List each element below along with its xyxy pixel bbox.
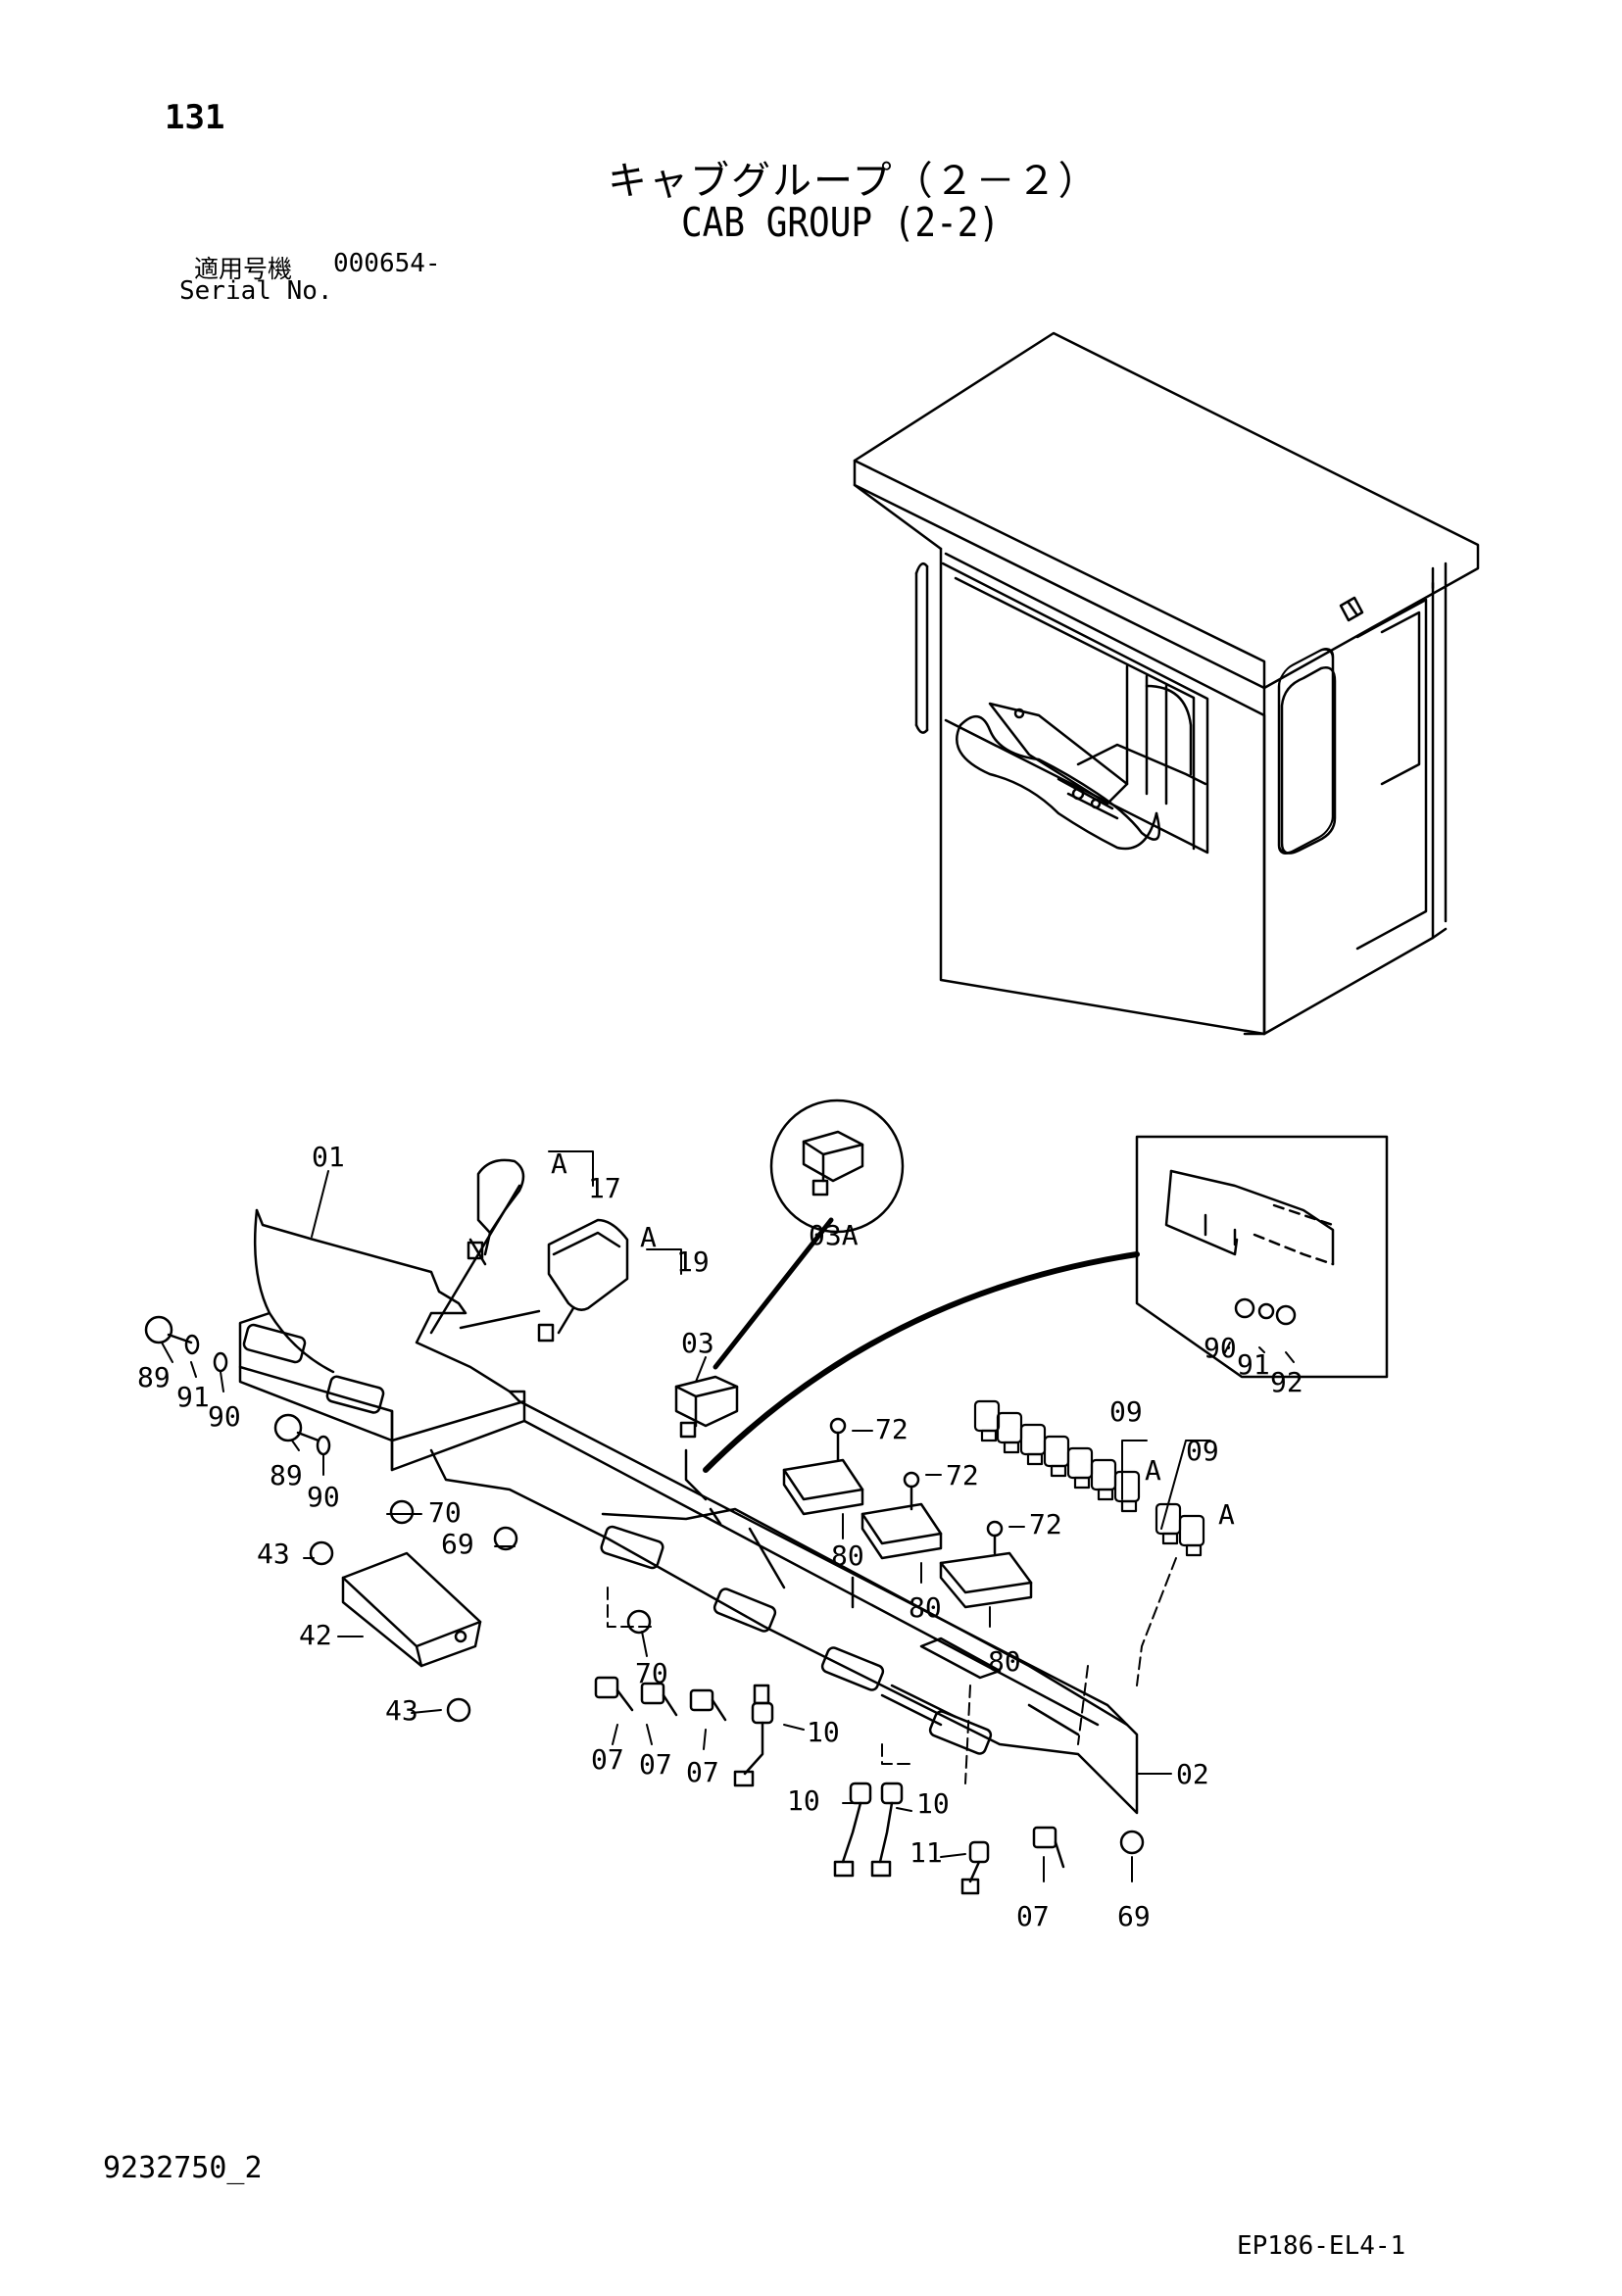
callout-80: 80 <box>831 1539 864 1572</box>
serial-value: 000654- <box>333 249 441 278</box>
callout-09: 09 <box>1186 1435 1219 1467</box>
callout-a-4: A <box>1218 1498 1235 1531</box>
callout-02: 02 <box>1176 1758 1209 1790</box>
callout-a-2: A <box>640 1221 657 1253</box>
cab-overview-illustration <box>853 331 1480 1036</box>
callout-07: 07 <box>686 1756 719 1788</box>
callout-10: 10 <box>916 1787 950 1820</box>
callout-92: 92 <box>1270 1366 1303 1398</box>
callout-91: 91 <box>1237 1348 1270 1381</box>
callout-42: 42 <box>299 1619 332 1651</box>
figure-code: EP186-EL4-1 <box>1237 2231 1406 2261</box>
callout-89: 89 <box>270 1459 303 1491</box>
callout-70: 70 <box>428 1496 462 1529</box>
callout-a-3: A <box>1145 1454 1161 1487</box>
callout-90: 90 <box>307 1481 340 1513</box>
callout-19: 19 <box>676 1246 710 1278</box>
callout-80: 80 <box>988 1645 1021 1678</box>
callout-07: 07 <box>1016 1900 1050 1932</box>
callout-43: 43 <box>257 1538 290 1570</box>
callout-10: 10 <box>787 1784 820 1817</box>
document-id: 9232750_2 <box>103 2151 263 2185</box>
callout-90: 90 <box>1204 1332 1237 1364</box>
callout-69: 69 <box>441 1528 474 1560</box>
page-number: 131 <box>165 98 225 137</box>
title-japanese: キャブグループ（２－２） <box>608 159 1100 204</box>
callout-11: 11 <box>909 1836 943 1869</box>
callout-89: 89 <box>137 1361 171 1393</box>
serial-label-english: Serial No. <box>179 276 333 306</box>
callout-01: 01 <box>312 1141 345 1173</box>
leader-lines <box>161 1150 1295 1882</box>
callout-72: 72 <box>1029 1508 1062 1540</box>
callout-09: 09 <box>1109 1395 1143 1428</box>
callout-90: 90 <box>208 1400 241 1433</box>
callout-07: 07 <box>591 1743 624 1776</box>
callout-91: 91 <box>176 1381 210 1413</box>
callout-a-1: A <box>551 1148 567 1180</box>
callout-69: 69 <box>1117 1900 1151 1932</box>
console-assembly-illustration <box>144 1099 1389 1895</box>
callout-03: 03 <box>681 1327 714 1359</box>
callout-72: 72 <box>946 1459 979 1491</box>
callout-17: 17 <box>588 1172 621 1204</box>
title-english: CAB GROUP (2-2) <box>681 200 1001 247</box>
callout-03a: 03A <box>809 1219 859 1251</box>
callout-43: 43 <box>385 1694 418 1727</box>
callout-70: 70 <box>635 1657 668 1689</box>
callout-80: 80 <box>909 1591 942 1624</box>
serial-label-japanese: 適用号機 <box>194 255 293 283</box>
callout-10: 10 <box>807 1716 840 1748</box>
callout-07: 07 <box>639 1748 672 1781</box>
callout-labels: 01 02 03 03A 17 19 A A A A 89 91 90 89 9… <box>137 1141 1303 1932</box>
callout-72: 72 <box>875 1413 909 1445</box>
